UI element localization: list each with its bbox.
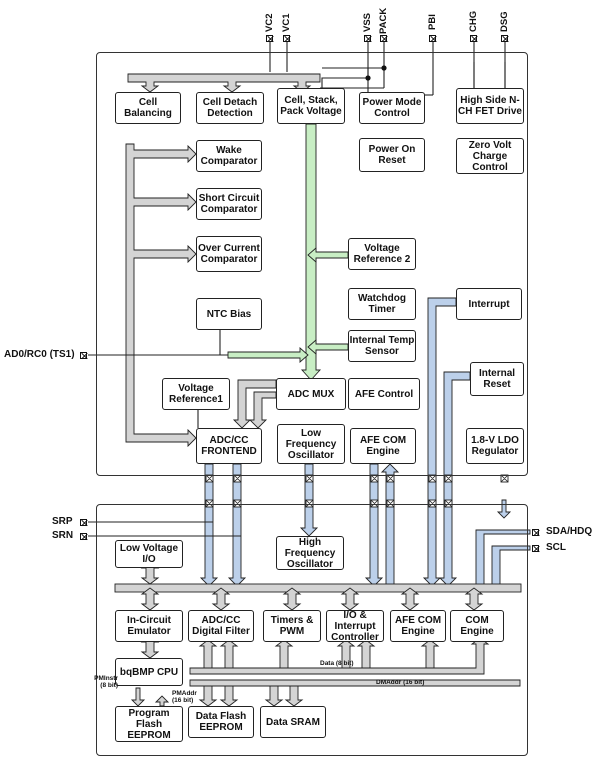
pin-vc1-terminal-icon [283,35,290,42]
pin-vc2-label: VC2 [264,13,275,32]
pin-vc2-terminal-icon [266,35,273,42]
adc-mux-block: ADC MUX [276,378,346,410]
data-flash-eeprom-block: Data Flash EEPROM [188,706,254,738]
afe-com-engine-block: AFE COM Engine [350,428,416,464]
timers-pwm-block: Timers & PWM [263,610,321,642]
pin-pbi-label: PBI [427,14,438,30]
pin-pack-label: PACK [378,7,389,34]
bqbmp-cpu-block: bqBMP CPU [115,658,183,686]
pin-srp-terminal-icon [80,519,87,526]
cell-balancing-block: Cell Balancing [115,92,181,124]
afe-control-block: AFE Control [348,378,420,410]
pin-scl-terminal-icon [532,545,539,552]
pin-vss-terminal-icon [364,35,371,42]
cell-detach-detection-block: Cell Detach Detection [196,92,264,124]
over-current-comparator-block: Over Current Comparator [196,236,262,272]
pin-sda-label: SDA/HDQ [546,526,593,537]
digital-core-panel [96,504,528,756]
pin-srp-label: SRP [52,516,73,527]
zero-volt-charge-control-block: Zero Volt Charge Control [456,138,524,174]
pin-scl-label: SCL [546,542,566,553]
pin-ad0-terminal-icon [80,352,87,359]
program-flash-eeprom-block: Program Flash EEPROM [115,706,183,742]
wake-comparator-block: Wake Comparator [196,140,262,172]
pin-sda-terminal-icon [532,529,539,536]
pin-vc1-label: VC1 [281,13,292,32]
ntc-bias-block: NTC Bias [196,298,262,330]
high-side-fet-drive-block: High Side N-CH FET Drive [456,88,524,124]
com-engine-block: COM Engine [450,610,504,642]
in-circuit-emulator-block: In-Circuit Emulator [115,610,183,642]
pin-srn-label: SRN [52,530,74,541]
cell-stack-pack-voltage-block: Cell, Stack, Pack Voltage [277,88,345,124]
adc-cc-digital-filter-block: ADC/CC Digital Filter [188,610,254,642]
voltage-reference-2-block: Voltage Reference 2 [348,238,416,270]
pin-ad0-label: AD0/RC0 (TS1) [4,349,75,360]
dmaddr-bus-label: DMAddr (16 bit) [376,679,425,686]
low-frequency-oscillator-block: Low Frequency Oscillator [277,424,345,464]
pin-pack-terminal-icon [380,35,387,42]
pin-chg-terminal-icon [470,35,477,42]
analog-front-end-panel [96,52,528,476]
ldo-regulator-block: 1.8-V LDO Regulator [466,428,524,464]
low-voltage-io-block: Low Voltage I/O [115,540,183,568]
voltage-reference-1-block: Voltage Reference1 [162,378,230,410]
short-circuit-comparator-block: Short Circuit Comparator [196,188,262,220]
pin-dsg-label: DSG [499,11,510,32]
data-bus-label: Data (8 bit) [320,660,354,667]
internal-reset-block: Internal Reset [470,362,524,396]
pminstr-bus-label: PMInstr (8 bit) [94,675,118,689]
pmaddr-bus-label: PMAddr (16 bit) [172,690,197,704]
interrupt-block: Interrupt [456,288,522,320]
pin-srn-terminal-icon [80,533,87,540]
adc-cc-frontend-block: ADC/CC FRONTEND [196,428,262,464]
data-sram-block: Data SRAM [260,706,326,738]
pin-chg-label: CHG [468,10,479,32]
power-mode-control-block: Power Mode Control [359,92,425,124]
high-frequency-oscillator-block: High Frequency Oscillator [276,536,344,570]
pin-dsg-terminal-icon [501,35,508,42]
watchdog-timer-block: Watchdog Timer [348,288,416,320]
io-interrupt-controller-block: I/O & Interrupt Controller [326,610,384,643]
pin-vss-label: VSS [362,12,373,32]
digital-afe-com-engine-block: AFE COM Engine [390,610,446,642]
power-on-reset-block: Power On Reset [359,138,425,172]
pin-pbi-terminal-icon [429,35,436,42]
internal-temp-sensor-block: Internal Temp Sensor [348,330,416,362]
